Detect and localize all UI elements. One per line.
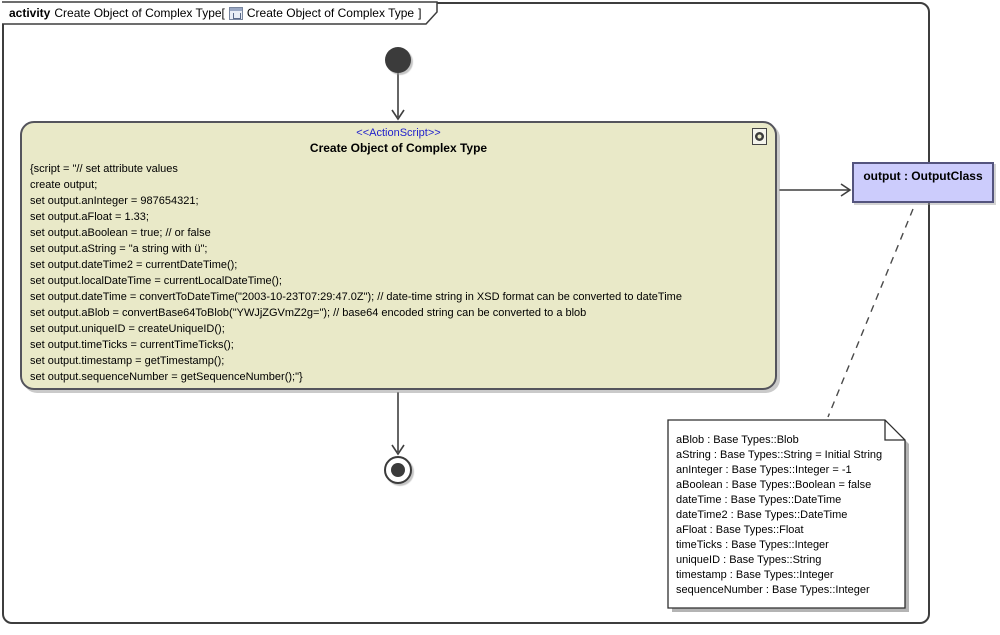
script-line: set output.anInteger = 987654321; xyxy=(30,195,199,207)
note-anchor-line[interactable] xyxy=(827,208,914,418)
output-object-label: output : OutputClass xyxy=(863,169,983,183)
script-line: set output.sequenceNumber = getSequenceN… xyxy=(30,371,303,383)
note-line: aBoolean : Base Types::Boolean = false xyxy=(676,479,872,491)
action-to-final-edge[interactable] xyxy=(391,392,405,456)
script-line: set output.dateTime2 = currentDateTime()… xyxy=(30,259,238,271)
arrowhead-down-icon xyxy=(391,109,405,121)
script-line: set output.timestamp = getTimestamp(); xyxy=(30,355,225,367)
script-line: set output.aFloat = 1.33; xyxy=(30,211,149,223)
action-script: {script = "// set attribute values create… xyxy=(30,161,775,385)
note-fold-icon xyxy=(884,420,905,441)
script-line: create output; xyxy=(30,179,98,191)
note-line: timestamp : Base Types::Integer xyxy=(676,569,834,581)
note-line: dateTime2 : Base Types::DateTime xyxy=(676,509,848,521)
frame-referenced-diagram: Create Object of Complex Type xyxy=(246,6,415,20)
script-gear-icon xyxy=(752,128,767,145)
frame-bracket-close: ] xyxy=(418,6,422,20)
script-line: set output.uniqueID = createUniqueID(); xyxy=(30,323,225,335)
arrowhead-down-icon xyxy=(391,444,405,456)
activity-final-node[interactable] xyxy=(384,456,412,484)
script-line: set output.aBoolean = true; // or false xyxy=(30,227,211,239)
action-to-output-edge[interactable] xyxy=(779,183,852,197)
initial-to-action-edge[interactable] xyxy=(391,73,405,121)
final-node-dot xyxy=(391,463,405,477)
output-object-node[interactable]: output : OutputClass xyxy=(852,162,994,203)
action-name: Create Object of Complex Type xyxy=(309,141,488,155)
note-line: timeTicks : Base Types::Integer xyxy=(676,539,829,551)
note-line: sequenceNumber : Base Types::Integer xyxy=(676,584,870,596)
note-line: aString : Base Types::String = Initial S… xyxy=(676,449,883,461)
activity-diagram-icon xyxy=(228,6,243,20)
script-line: set output.aString = "a string with ü"; xyxy=(30,243,208,255)
note-line: aFloat : Base Types::Float xyxy=(676,524,804,536)
script-line: set output.dateTime = convertToDateTime(… xyxy=(30,291,682,303)
frame-keyword: activity xyxy=(9,6,51,20)
note-line: dateTime : Base Types::DateTime xyxy=(676,494,842,506)
frame-name: Create Object of Complex Type[ xyxy=(54,6,225,20)
note-line: anInteger : Base Types::Integer = -1 xyxy=(676,464,852,476)
note-line: aBlob : Base Types::Blob xyxy=(676,434,799,446)
note-line: uniqueID : Base Types::String xyxy=(676,554,822,566)
initial-node[interactable] xyxy=(385,47,411,73)
script-line: {script = "// set attribute values xyxy=(30,163,178,175)
script-line: set output.localDateTime = currentLocalD… xyxy=(30,275,282,287)
script-line: set output.aBlob = convertBase64ToBlob("… xyxy=(30,307,587,319)
action-node[interactable]: <<ActionScript>> Create Object of Comple… xyxy=(20,121,777,390)
actionscript-stereotype: <<ActionScript>> xyxy=(356,127,441,139)
script-line: set output.timeTicks = currentTimeTicks(… xyxy=(30,339,234,351)
arrowhead-right-icon xyxy=(840,183,852,197)
